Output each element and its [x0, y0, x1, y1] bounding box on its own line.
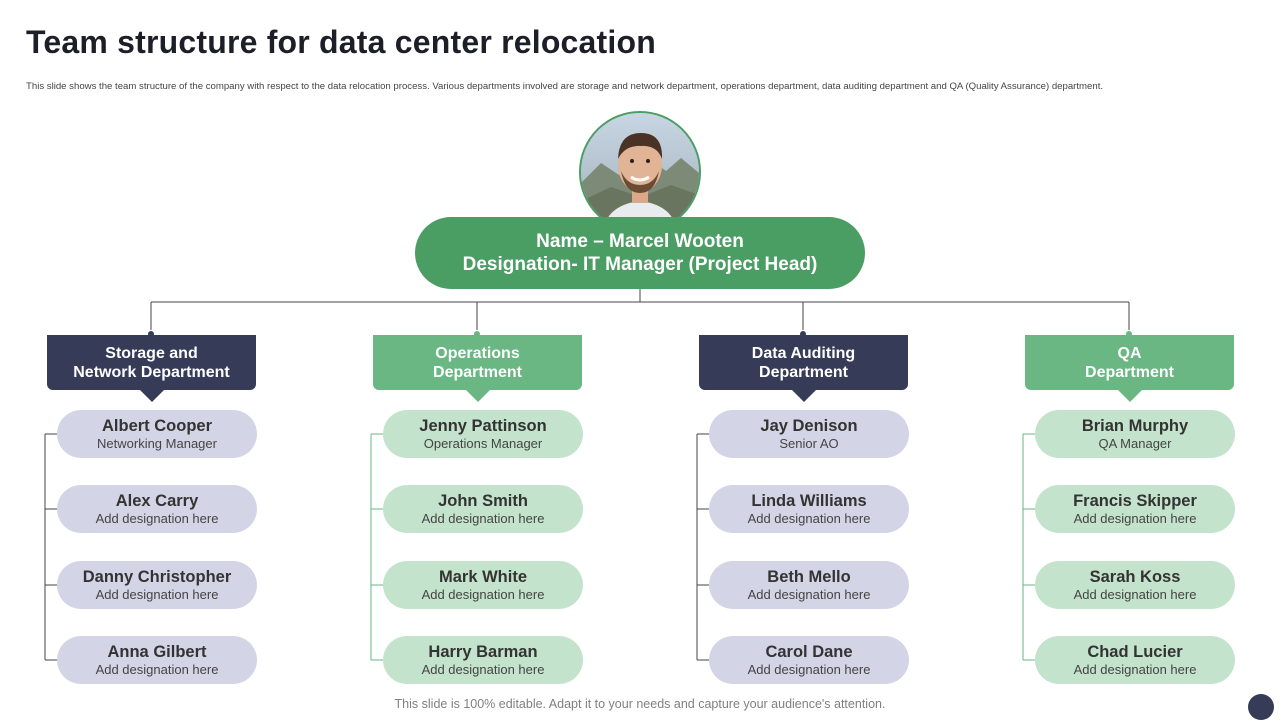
project-head-box: Name – Marcel Wooten Designation- IT Man… — [415, 217, 865, 289]
department-operations: Operations Department — [373, 335, 582, 402]
bracket-operations — [370, 433, 384, 661]
member-card: Sarah Koss Add designation here — [1035, 561, 1235, 609]
department-qa: QA Department — [1025, 335, 1234, 402]
member-designation: Add designation here — [1073, 661, 1197, 677]
member-name: Chad Lucier — [1087, 642, 1183, 661]
member-designation: Operations Manager — [423, 435, 543, 451]
member-name: John Smith — [438, 491, 528, 510]
member-card: Albert Cooper Networking Manager — [57, 410, 257, 458]
member-designation: Add designation here — [95, 586, 219, 602]
department-label-line2: Network Department — [73, 363, 230, 381]
member-designation: Senior AO — [779, 435, 839, 451]
bracket-storage — [44, 433, 58, 661]
department-label-line2: Department — [1085, 363, 1174, 381]
department-label-line1: QA — [1117, 344, 1142, 362]
member-card: Carol Dane Add designation here — [709, 636, 909, 684]
member-name: Francis Skipper — [1073, 491, 1197, 510]
department-label-line1: Data Auditing — [751, 344, 856, 362]
member-name: Jenny Pattinson — [419, 416, 547, 435]
department-label-line1: Storage and — [105, 344, 198, 362]
member-card: Mark White Add designation here — [383, 561, 583, 609]
member-designation: Add designation here — [421, 586, 545, 602]
department-label-line2: Department — [433, 363, 522, 381]
member-name: Beth Mello — [767, 567, 851, 586]
member-name: Jay Denison — [760, 416, 858, 435]
member-designation: Networking Manager — [97, 435, 217, 451]
member-card: Beth Mello Add designation here — [709, 561, 909, 609]
member-designation: Add designation here — [747, 586, 871, 602]
slide-subtitle: This slide shows the team structure of t… — [26, 81, 1104, 92]
slide-footer-note: This slide is 100% editable. Adapt it to… — [394, 697, 886, 711]
member-designation: Add designation here — [421, 510, 545, 526]
member-card: Alex Carry Add designation here — [57, 485, 257, 533]
member-card: John Smith Add designation here — [383, 485, 583, 533]
department-storage-network: Storage and Network Department — [47, 335, 256, 402]
member-designation: Add designation here — [1073, 586, 1197, 602]
member-name: Carol Dane — [765, 642, 853, 661]
head-photo-avatar — [579, 111, 701, 233]
head-name: Name – Marcel Wooten — [536, 231, 744, 252]
member-card: Danny Christopher Add designation here — [57, 561, 257, 609]
member-card: Jenny Pattinson Operations Manager — [383, 410, 583, 458]
member-designation: Add designation here — [95, 661, 219, 677]
member-name: Albert Cooper — [101, 416, 212, 435]
department-label-line2: Department — [759, 363, 848, 381]
member-card: Jay Denison Senior AO — [709, 410, 909, 458]
department-label-line1: Operations — [435, 344, 520, 362]
bracket-qa — [1022, 433, 1036, 661]
department-data-auditing: Data Auditing Department — [699, 335, 908, 402]
member-designation: Add designation here — [747, 510, 871, 526]
slide-title: Team structure for data center relocatio… — [26, 24, 656, 60]
member-designation: Add designation here — [1073, 510, 1197, 526]
member-name: Alex Carry — [115, 491, 199, 510]
member-card: Chad Lucier Add designation here — [1035, 636, 1235, 684]
member-name: Brian Murphy — [1081, 416, 1189, 435]
member-designation: QA Manager — [1098, 435, 1172, 451]
member-name: Anna Gilbert — [107, 642, 207, 661]
member-card: Harry Barman Add designation here — [383, 636, 583, 684]
bracket-auditing — [696, 433, 710, 661]
member-card: Francis Skipper Add designation here — [1035, 485, 1235, 533]
head-designation: Designation- IT Manager (Project Head) — [462, 254, 818, 275]
member-designation: Add designation here — [95, 510, 219, 526]
member-name: Mark White — [438, 567, 527, 586]
member-name: Harry Barman — [428, 642, 538, 661]
member-name: Linda Williams — [751, 491, 867, 510]
member-card: Linda Williams Add designation here — [709, 485, 909, 533]
member-name: Danny Christopher — [82, 567, 232, 586]
member-designation: Add designation here — [747, 661, 871, 677]
member-card: Anna Gilbert Add designation here — [57, 636, 257, 684]
member-card: Brian Murphy QA Manager — [1035, 410, 1235, 458]
slide-nav-button[interactable] — [1248, 694, 1274, 720]
member-name: Sarah Koss — [1089, 567, 1181, 586]
member-designation: Add designation here — [421, 661, 545, 677]
